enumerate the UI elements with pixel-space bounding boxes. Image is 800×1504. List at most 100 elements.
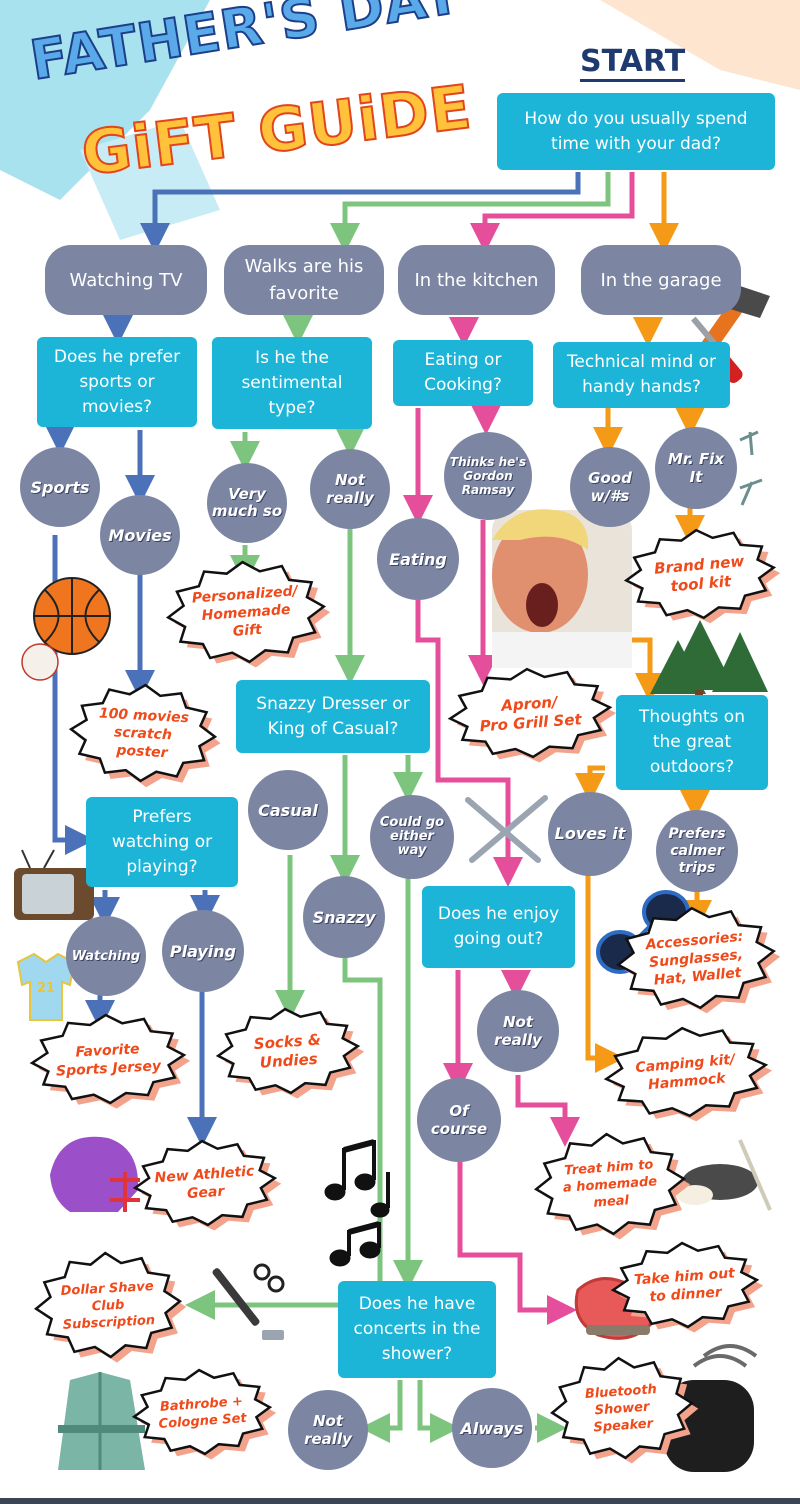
burst-shape xyxy=(132,1139,278,1227)
burst-shape xyxy=(33,1251,183,1359)
gift-label: Socks & xyxy=(253,1030,321,1053)
gift-label: Personalized/ xyxy=(191,583,300,606)
gift-label: Favorite xyxy=(75,1041,140,1060)
gift-burst-camping: Camping kit/Hammock xyxy=(603,1026,773,1122)
jersey-number: 21 xyxy=(37,981,55,996)
node-of-course: Of course xyxy=(417,1078,501,1162)
gift-label: Gift xyxy=(232,622,263,640)
node-very-much-so: Very much so xyxy=(207,463,287,543)
question-concerts: Does he have concerts in the shower? xyxy=(338,1281,496,1378)
node-calmer-trips: Prefers calmer trips xyxy=(656,810,738,892)
question-going-out: Does he enjoy going out? xyxy=(422,886,575,968)
cooking-pan-icon xyxy=(677,1139,772,1211)
gift-label: Speaker xyxy=(593,1416,655,1435)
razor-scissors-icon xyxy=(212,1263,285,1340)
pill-walks: Walks are his favorite xyxy=(224,245,384,315)
question-technical: Technical mind or handy hands? xyxy=(553,342,730,408)
gift-burst-socks: Socks &Undies xyxy=(215,1007,365,1099)
gift-label: Bluetooth xyxy=(584,1382,657,1402)
gift-label: Bathrobe + xyxy=(160,1394,244,1415)
gift-label: 100 movies xyxy=(99,706,190,727)
node-movies: Movies xyxy=(100,495,180,575)
burst-shape xyxy=(29,1013,187,1105)
gift-label: a homemade xyxy=(563,1174,658,1196)
fork-knife-icon xyxy=(465,795,548,863)
gift-burst-bathrobe: Bathrobe +Cologne Set xyxy=(131,1368,277,1460)
gift-label: Gear xyxy=(187,1184,226,1203)
node-mr-fix-it: Mr. Fix It xyxy=(655,427,737,509)
node-always: Always xyxy=(452,1388,532,1468)
green-path xyxy=(185,172,611,1443)
gift-label: Treat him to xyxy=(564,1157,654,1178)
gift-burst-apron: Apron/Pro Grill Set xyxy=(447,667,617,763)
gift-label: Undies xyxy=(259,1050,318,1072)
node-good-with-numbers: Good w/#s xyxy=(570,447,650,527)
bottom-bar xyxy=(0,1498,800,1504)
node-not-really-concerts: Not really xyxy=(288,1390,368,1470)
question-start: How do you usually spend time with your … xyxy=(497,93,775,170)
music-notes-icon xyxy=(324,1139,390,1267)
node-casual: Casual xyxy=(248,770,328,850)
gift-label: Subscription xyxy=(62,1313,155,1333)
burst-shape xyxy=(610,1241,760,1329)
burst-shape xyxy=(131,1368,273,1456)
node-eating: Eating xyxy=(377,518,459,600)
gift-label: Dollar Shave xyxy=(60,1279,154,1299)
nail-icon xyxy=(739,430,763,506)
node-gordon-ramsay: Thinks he's Gordon Ramsay xyxy=(444,432,532,520)
pine-trees-icon xyxy=(650,620,768,702)
pill-kitchen: In the kitchen xyxy=(398,245,555,315)
node-not-really-going-out: Not really xyxy=(477,990,559,1072)
burst-shape xyxy=(68,683,218,783)
gift-label: Club xyxy=(91,1298,124,1315)
burst-shape xyxy=(623,528,777,620)
pink-path xyxy=(403,172,635,1325)
burst-shape xyxy=(616,906,776,1010)
gift-label: Cologne Set xyxy=(158,1411,248,1432)
bathrobe-icon xyxy=(58,1372,145,1470)
burst-shape xyxy=(447,667,613,759)
basketball-icon xyxy=(33,577,111,655)
gift-label: Hat, Wallet xyxy=(653,965,743,989)
node-not-really-sentimental: Not really xyxy=(310,449,390,529)
pill-watching-tv: Watching TV xyxy=(45,245,207,315)
football-helmet-icon xyxy=(50,1136,140,1212)
gift-label: Shower xyxy=(594,1399,651,1418)
burst-shape xyxy=(603,1026,769,1118)
burst-shape xyxy=(165,560,327,664)
blue-path xyxy=(45,172,581,1147)
question-dresser: Snazzy Dresser or King of Casual? xyxy=(236,680,430,753)
gift-label: tool kit xyxy=(670,572,733,595)
node-playing: Playing xyxy=(162,910,244,992)
pill-garage: In the garage xyxy=(581,245,741,315)
gift-label: Homemade xyxy=(201,602,291,624)
gift-label: Take him out xyxy=(633,1265,736,1288)
gift-label: Hammock xyxy=(648,1070,728,1093)
gift-label: poster xyxy=(115,742,169,761)
node-watching: Watching xyxy=(66,916,146,996)
jersey-icon xyxy=(16,952,76,1021)
gift-label: to dinner xyxy=(649,1284,723,1305)
burst-shape xyxy=(215,1007,361,1095)
node-loves-it: Loves it xyxy=(548,792,632,876)
gift-label: Sports Jersey xyxy=(56,1058,163,1080)
gift-burst-accessories: Accessories:Sunglasses,Hat, Wallet xyxy=(616,906,781,1014)
burst-shape xyxy=(533,1132,687,1236)
baseball-icon xyxy=(21,643,59,681)
gordon-ramsay-portrait xyxy=(492,509,632,668)
retro-tv-icon xyxy=(14,849,94,920)
question-eating-or-cooking: Eating or Cooking? xyxy=(393,340,533,406)
gift-label: Apron/ xyxy=(500,693,560,715)
node-either-way: Could go either way xyxy=(370,795,454,879)
question-outdoors: Thoughts on the great outdoors? xyxy=(616,695,768,790)
burst-shape xyxy=(550,1356,694,1460)
